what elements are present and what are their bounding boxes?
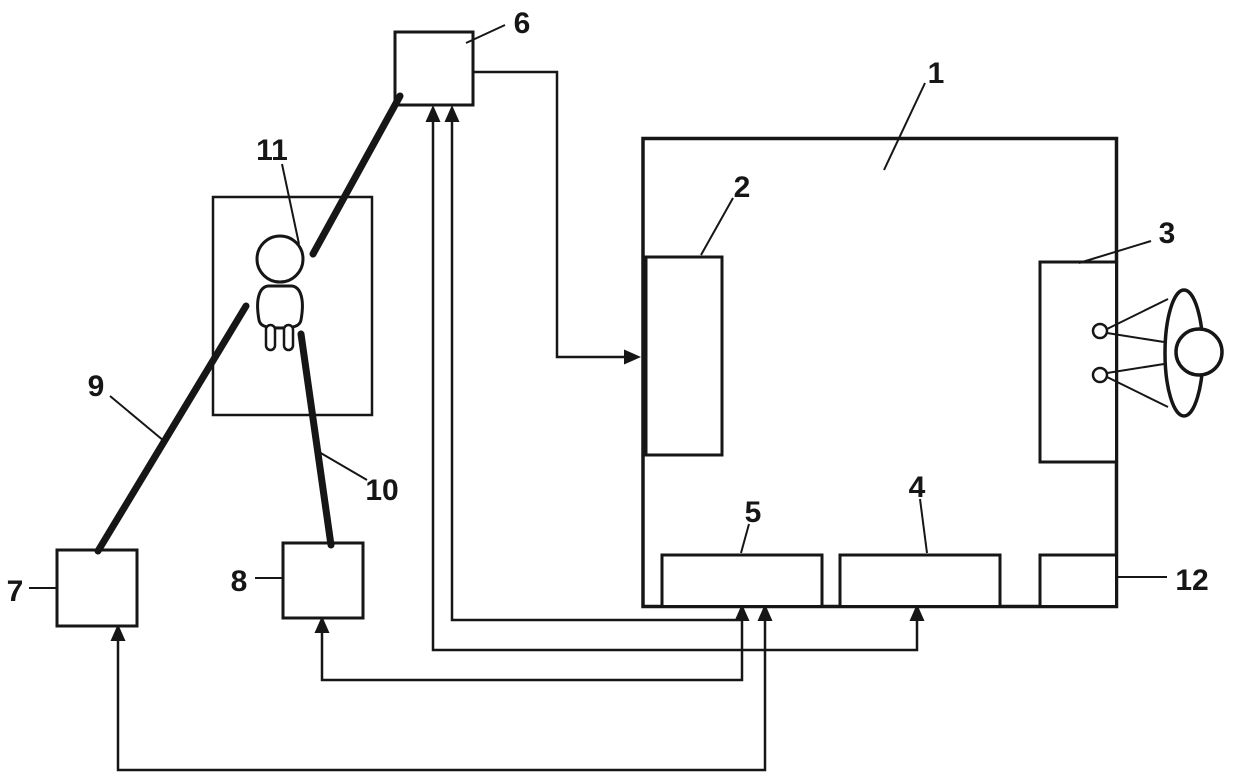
label-7: 7 (7, 575, 24, 608)
person-leg-right (282, 323, 295, 352)
label-3: 3 (1159, 217, 1176, 250)
box-7 (55, 548, 139, 628)
arrowhead-into-box6-left (425, 105, 441, 122)
label-1: 1 (928, 57, 945, 90)
inner-box-4 (838, 553, 1002, 608)
beam-box6-to-person (309, 92, 404, 258)
speaker-terminal-bottom (1091, 366, 1109, 384)
arrowhead-into-box6-right (444, 105, 460, 122)
label-10: 10 (365, 474, 398, 507)
box-8 (281, 541, 365, 620)
arrowhead-into-box5-left (734, 604, 750, 621)
label-5: 5 (745, 496, 762, 529)
arrowhead-into-box1 (624, 349, 641, 365)
label-6: 6 (514, 7, 531, 40)
connector-box6-to-box1 (473, 70, 628, 359)
speaker-wire-4 (1106, 376, 1169, 408)
arrowhead-into-box7 (110, 624, 126, 641)
label-12: 12 (1175, 564, 1208, 597)
speaker-terminal-top (1091, 322, 1109, 340)
leader-line-9 (109, 395, 165, 442)
label-4: 4 (909, 471, 926, 504)
label-11: 11 (256, 134, 288, 167)
person-icon (255, 234, 305, 352)
beam-10-person-to-box8 (297, 330, 335, 549)
label-8: 8 (231, 565, 248, 598)
inner-box-12 (1038, 553, 1118, 608)
person-head (255, 234, 305, 284)
speaker-wire-2 (1106, 332, 1165, 343)
label-9: 9 (88, 370, 105, 403)
connector-box5-box7 (116, 621, 767, 772)
leader-line-5 (740, 523, 750, 554)
leader-line-4 (919, 498, 928, 554)
leader-line-10 (318, 451, 368, 481)
horn-speaker-icon (1091, 288, 1224, 418)
leader-line-6 (465, 24, 506, 44)
label-2: 2 (734, 171, 751, 204)
speaker-driver (1174, 327, 1224, 377)
beam-9-person-to-box7 (94, 302, 250, 555)
arrowhead-into-box8 (314, 616, 330, 633)
connector-box6-box4 (431, 120, 919, 652)
person-body (256, 284, 304, 330)
arrowhead-into-box4 (909, 604, 925, 621)
leader-line-1 (883, 82, 926, 171)
person-leg-left (264, 323, 277, 352)
arrowhead-into-box5-right (757, 604, 773, 621)
leader-line-2 (700, 197, 734, 256)
inner-box-3 (1038, 260, 1118, 464)
leader-line-3 (1078, 240, 1152, 264)
speaker-wire-1 (1106, 298, 1169, 330)
inner-box-5 (660, 553, 824, 608)
leader-line-11 (281, 163, 300, 245)
inner-box-2 (644, 255, 724, 457)
box-6 (393, 30, 475, 107)
speaker-wire-3 (1106, 363, 1165, 374)
